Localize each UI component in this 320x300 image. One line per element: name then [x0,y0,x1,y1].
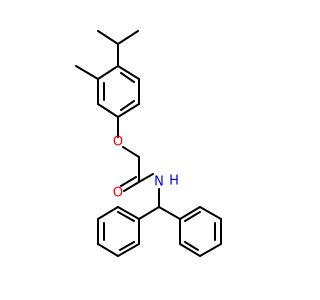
ether-methylene-bond [122,146,140,158]
bond [117,243,140,257]
carbonyl-oxygen-label: O [113,186,123,201]
bond [117,65,140,80]
bond [97,243,119,257]
benzhydryl-right-bond [158,206,181,220]
amide-nitrogen-label: N [154,175,164,190]
phenyl-ring-left [97,206,140,257]
bond [184,241,199,251]
bond [119,241,135,251]
bond [97,206,119,220]
bond [179,243,201,257]
amide-bond [138,173,154,183]
isopropyl-group [97,30,139,67]
benzhydryl-left-bond [138,206,160,220]
molecule-canvas: O O N H [75,30,222,257]
bond [97,30,119,45]
phenyl-ring-right [179,206,222,257]
bond [120,72,135,83]
bond [117,211,135,222]
molecule-structure-diagram: O O N H [75,30,222,257]
bond [184,211,201,222]
bond [199,206,222,220]
bond [97,65,119,80]
bond [117,103,140,118]
bond [97,103,119,118]
bond [120,100,135,111]
amide-hydrogen-label: H [169,174,179,189]
methyl-bond [75,65,99,80]
ether-oxygen-label: O [113,135,123,150]
bond [199,243,222,257]
aryl-ring-upper [97,65,140,118]
bond [117,206,140,220]
carbonyl-double-bond-a [123,181,140,192]
carbonyl-double-bond-b [120,176,137,187]
bond [179,206,201,220]
bond [117,30,139,45]
